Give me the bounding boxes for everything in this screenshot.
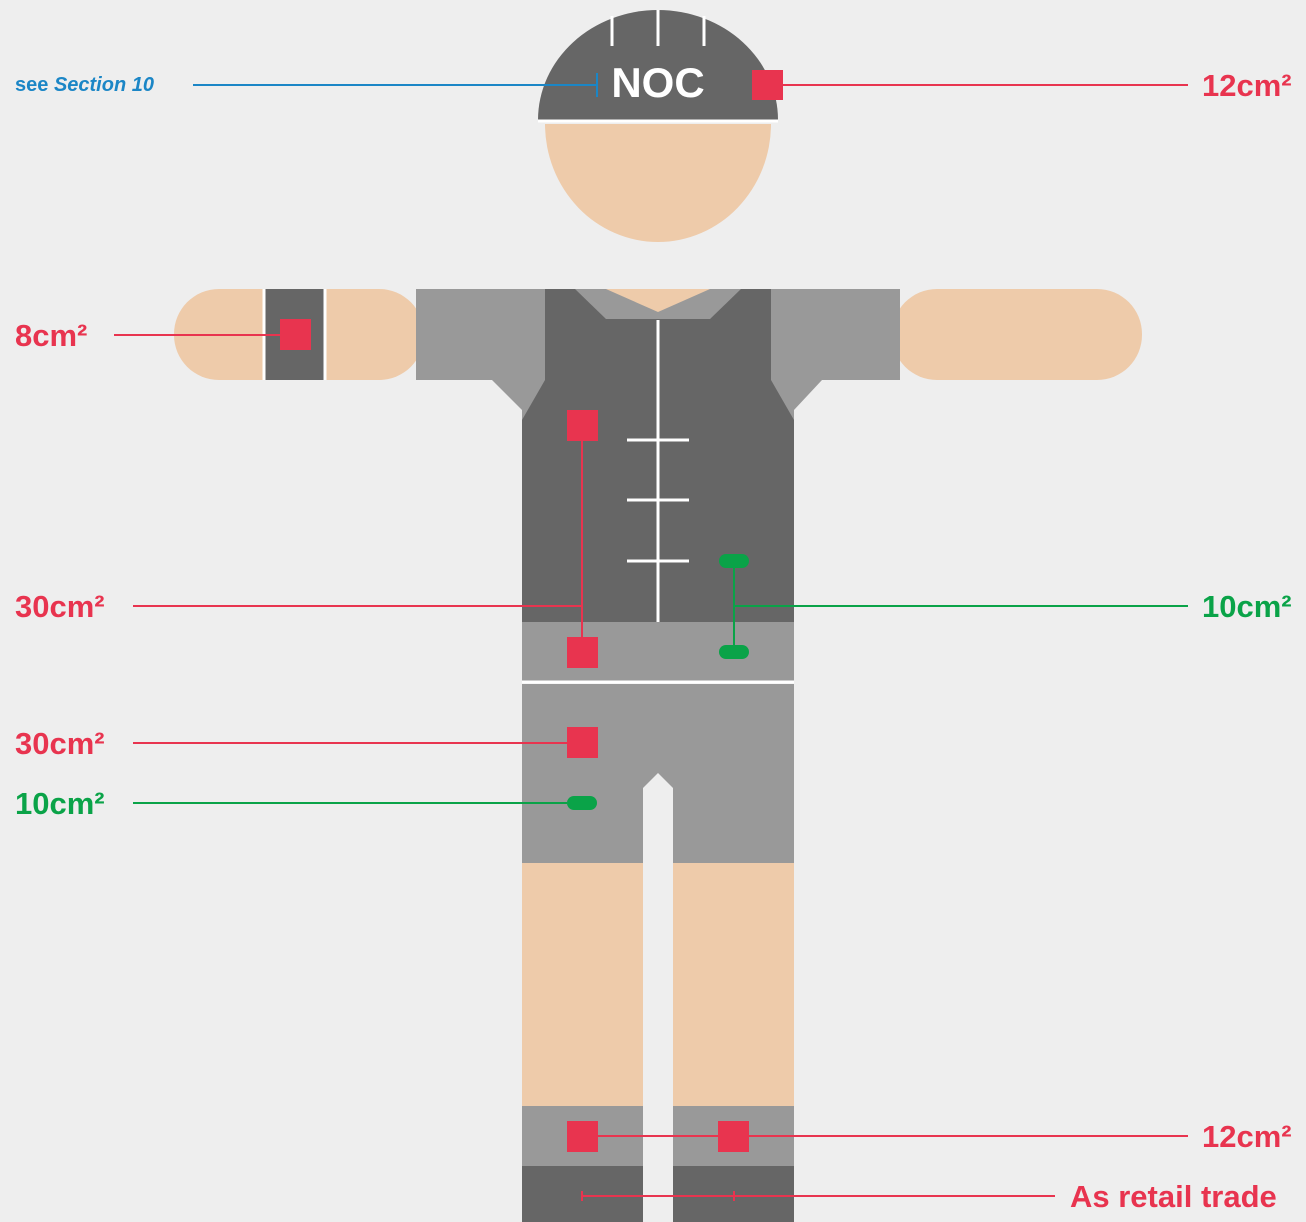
- waist-manufacturer-marker: [719, 645, 749, 659]
- head: [545, 124, 771, 242]
- left-leg: [522, 863, 643, 1106]
- shorts: [522, 684, 794, 863]
- helmet-reference-label: see Section 10: [15, 75, 154, 95]
- reference-prefix: see: [15, 74, 48, 96]
- helmet-size-label: 12cm²: [1202, 70, 1292, 101]
- helmet-noc-text: NOC: [598, 62, 718, 104]
- reference-section: Section 10: [54, 74, 154, 96]
- shorts-manufacturer-size-label: 10cm²: [15, 788, 105, 819]
- waist-id-marker: [567, 637, 598, 668]
- waistband: [522, 622, 794, 682]
- chest-manufacturer-marker: [719, 554, 749, 568]
- shorts-id-marker: [567, 727, 598, 758]
- wristband-id-marker: [280, 319, 311, 350]
- torso-manufacturer-size-label: 10cm²: [1202, 591, 1292, 622]
- shorts-manufacturer-marker: [567, 796, 597, 810]
- torso-size-label: 30cm²: [15, 591, 105, 622]
- right-arm: [892, 289, 1142, 380]
- shorts-size-label: 30cm²: [15, 728, 105, 759]
- right-leg: [673, 863, 794, 1106]
- socks-size-label: 12cm²: [1202, 1121, 1292, 1152]
- helmet-id-marker: [752, 70, 783, 100]
- shoes-rule-label: As retail trade: [1070, 1181, 1277, 1212]
- chest-id-marker: [567, 410, 598, 441]
- right-sock-id-marker: [718, 1121, 749, 1152]
- left-sock-id-marker: [567, 1121, 598, 1152]
- wristband-size-label: 8cm²: [15, 320, 87, 351]
